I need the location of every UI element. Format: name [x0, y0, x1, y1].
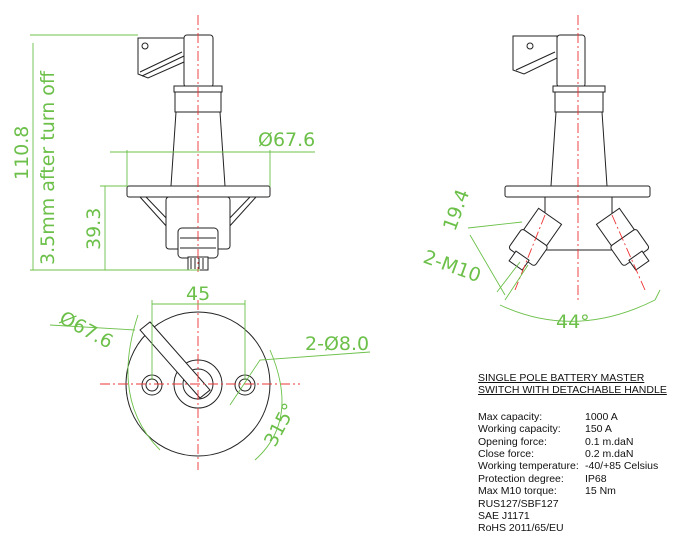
spec-label: Working temperature: [478, 460, 579, 473]
dim-flange-diameter-bottom: Ø67.6 [56, 307, 117, 353]
spec-row: Opening force: 0.1 m.daN [478, 436, 667, 448]
spec-value: 0.2 m.daN [585, 448, 634, 461]
flange [126, 185, 271, 198]
dim-terminal-angle: 44° [556, 311, 590, 333]
handle-flag [137, 37, 185, 79]
dim-hole-spacing: 45 [186, 283, 210, 305]
spec-label: Working capacity: [478, 423, 561, 436]
dim-hole-diameter: 2-Ø8.0 [305, 333, 369, 355]
spec-value: 150 A [585, 423, 612, 436]
side-view: 110.8 3.5mm after turn off 39.3 Ø67.6 [11, 15, 315, 272]
spec-block: SINGLE POLE BATTERY MASTER SWITCH WITH D… [478, 372, 667, 535]
spec-value: 1000 A [585, 410, 618, 423]
spec-row: Max capacity: 1000 A [478, 411, 667, 423]
spec-standard: SAE J1171 [478, 510, 530, 523]
spec-label: Opening force: [478, 435, 547, 448]
spec-value: 15 Nm [585, 485, 616, 498]
dim-height-lower: 39.3 [83, 208, 105, 250]
spec-row: Working temperature: -40/+85 Celsius [478, 460, 667, 472]
bottom-view: 45 Ø67.6 2-Ø8.0 315° [49, 283, 371, 470]
dim-terminal-height: 19.4 [439, 186, 474, 233]
spec-label: Max M10 torque: [478, 485, 557, 498]
dim-flange-diameter-side: Ø67.6 [258, 129, 315, 151]
angled-view: 19.4 2-M10 44° [420, 15, 661, 333]
spec-value: -40/+85 Celsius [585, 460, 659, 473]
spec-standard: RUS127/SBF127 [478, 497, 559, 510]
handle-stem [183, 34, 214, 88]
handle-top [139, 321, 211, 399]
dim-terminal-thread: 2-M10 [420, 246, 483, 287]
spec-title-line1: SINGLE POLE BATTERY MASTER [478, 372, 645, 384]
spec-row: Working capacity: 150 A [478, 423, 667, 435]
spec-label: Protection degree: [478, 472, 564, 485]
spec-row: Protection degree: IP68 [478, 473, 667, 485]
dim-height-note: 3.5mm after turn off [37, 70, 59, 265]
spec-row: Max M10 torque: 15 Nm [478, 485, 667, 497]
spec-title-line2: SWITCH WITH DETACHABLE HANDLE [478, 384, 667, 397]
spec-label: Max capacity: [478, 410, 543, 423]
dim-height-total: 110.8 [11, 126, 33, 180]
spec-standard: RoHS 2011/65/EU [478, 522, 564, 535]
spec-title: SINGLE POLE BATTERY MASTER SWITCH WITH D… [478, 372, 667, 397]
spec-label: Close force: [478, 448, 535, 461]
spec-value: IP68 [585, 472, 607, 485]
spec-row: Close force: 0.2 m.daN [478, 448, 667, 460]
spec-value: 0.1 m.daN [585, 435, 634, 448]
